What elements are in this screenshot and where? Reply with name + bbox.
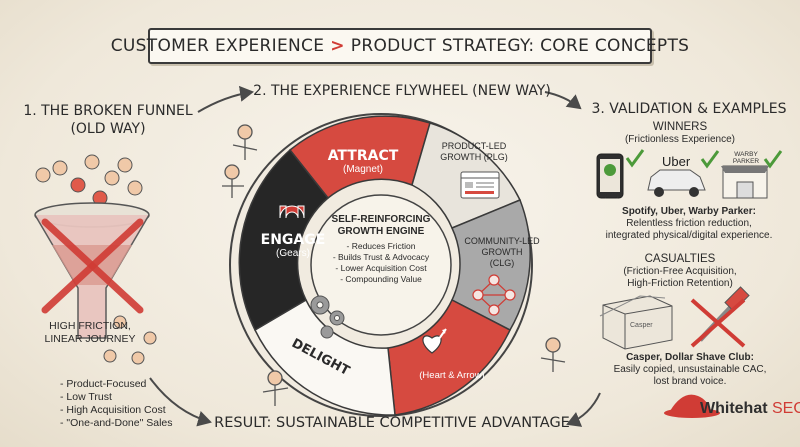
title-right: PRODUCT STRATEGY: CORE CONCEPTS (350, 36, 690, 56)
casualties-heading-group: CASUALTIES (Friction-Free Acquisition, H… (600, 252, 760, 290)
winners-sub: (Frictionless Experience) (624, 134, 736, 145)
list-item: - "One-and-Done" Sales (60, 417, 173, 429)
clg-line2: GROWTH (481, 247, 523, 257)
flywheel-illustration (222, 113, 566, 417)
casualties-sub-line1: (Friction-Free Acquisition, (623, 266, 737, 277)
engine-title-line2: GROWTH ENGINE (337, 226, 425, 237)
section1-heading-line1: 1. THE BROKEN FUNNEL (23, 103, 193, 119)
arrow-validation-to-result (566, 392, 601, 427)
section1-heading-line2: (OLD WAY) (70, 121, 146, 137)
casualties-caption-bold: Casper, Dollar Shave Club: (626, 352, 754, 363)
gear-icons (310, 295, 345, 339)
winners-caption-bold: Spotify, Uber, Warby Parker: (622, 206, 756, 217)
checkmark-icon (625, 149, 645, 168)
magnet-icon (279, 205, 305, 219)
plg-line2: GROWTH (PLG) (440, 152, 508, 162)
checkmark-icon (763, 150, 783, 169)
casualties-icons (599, 286, 750, 350)
attract-sub: (Magnet) (342, 164, 383, 175)
attract-label-group: ATTRACT (Magnet) (318, 148, 408, 175)
title-left: CUSTOMER EXPERIENCE (110, 36, 325, 56)
list-item: - Product-Focused (60, 378, 147, 390)
list-item: - Compounding Value (340, 274, 422, 284)
engage-label-group: ENGAGE (Gears) (258, 232, 328, 259)
casualties-heading: CASUALTIES (644, 253, 716, 265)
whitehat-seo-logo: Whitehat SEO (700, 400, 800, 418)
funnel-bullet-list: - Product-Focused - Low Trust - High Acq… (60, 378, 173, 430)
winners-caption-line2: integrated physical/digital experience. (605, 230, 773, 241)
heart-arrow-icon (422, 328, 447, 354)
list-item: - Builds Trust & Advocacy (332, 252, 430, 262)
friction-line2: LINEAR JOURNEY (44, 333, 136, 345)
friction-line1: HIGH FRICTION, (49, 320, 131, 332)
segment-engage (238, 148, 330, 332)
arrow-funnel-to-flywheel (197, 85, 254, 113)
section3-heading: 3. VALIDATION & EXAMPLES (591, 101, 787, 117)
engage-sub: (Gears) (276, 248, 310, 259)
plg-label: PRODUCT-LED GROWTH (PLG) (424, 141, 524, 163)
heart-arrow-label: (Heart & Arrow) (419, 370, 485, 381)
title-separator: > (330, 36, 345, 56)
plg-line1: PRODUCT-LED (441, 141, 507, 151)
spotify-label: Spotify (601, 193, 620, 199)
clg-line3: (CLG) (489, 258, 515, 268)
friction-label: HIGH FRICTION, LINEAR JOURNEY (20, 320, 160, 346)
logo-name: Whitehat (700, 400, 768, 417)
winners-caption-line1: Relentless friction reduction, (626, 218, 752, 229)
warby-line2: PARKER (732, 158, 760, 165)
browser-window-icon (460, 171, 500, 199)
section2-heading: 2. THE EXPERIENCE FLYWHEEL (NEW WAY) (253, 83, 551, 99)
uber-label: Uber (662, 154, 691, 169)
engage-label: ENGAGE (260, 232, 326, 248)
list-item: - Lower Acquisition Cost (335, 263, 427, 273)
section1-heading: 1. THE BROKEN FUNNEL (OLD WAY) (10, 102, 206, 138)
warby-parker-label: WARBY PARKER (724, 151, 768, 165)
casualties-caption-line2: lost brand voice. (653, 376, 727, 387)
casualties-caption-line1: Easily copied, unsustainable CAC, (613, 364, 767, 375)
clg-label: COMMUNITY-LED GROWTH (CLG) (460, 236, 544, 269)
warby-line1: WARBY (734, 151, 758, 158)
sad-faces-top (35, 154, 143, 206)
attract-label: ATTRACT (327, 148, 399, 164)
winners-heading-group: WINNERS (Frictionless Experience) (610, 120, 750, 146)
community-network-icon (472, 274, 516, 316)
checkmark-icon (700, 150, 720, 169)
casualties-sub-line2: High-Friction Retention) (627, 278, 733, 289)
broken-funnel-illustration (34, 154, 157, 365)
list-item: - High Acquisition Cost (60, 404, 166, 416)
title-banner: CUSTOMER EXPERIENCE > PRODUCT STRATEGY: … (111, 28, 689, 64)
arrow-flywheel-to-validation (544, 91, 582, 110)
list-item: - Reduces Friction (346, 241, 416, 251)
winners-caption: Spotify, Uber, Warby Parker: Relentless … (582, 206, 796, 242)
winners-icons (596, 149, 783, 199)
casualties-caption: Casper, Dollar Shave Club: Easily copied… (592, 352, 788, 388)
red-hat-logo-icon (664, 394, 720, 418)
casper-box-label: Casper (630, 322, 653, 329)
arrow-funnel-to-result (149, 377, 212, 427)
car-icon (647, 169, 706, 191)
engine-title-line1: SELF-REINFORCING (331, 214, 431, 225)
list-item: - Low Trust (60, 391, 112, 403)
winners-heading: WINNERS (652, 121, 708, 133)
logo-suffix: SEO (772, 400, 800, 417)
clg-line1: COMMUNITY-LED (464, 236, 540, 246)
result-heading: RESULT: SUSTAINABLE COMPETITIVE ADVANTAG… (214, 415, 570, 431)
growth-engine-hub: SELF-REINFORCING GROWTH ENGINE - Reduces… (326, 214, 436, 285)
people-figures (222, 124, 566, 406)
